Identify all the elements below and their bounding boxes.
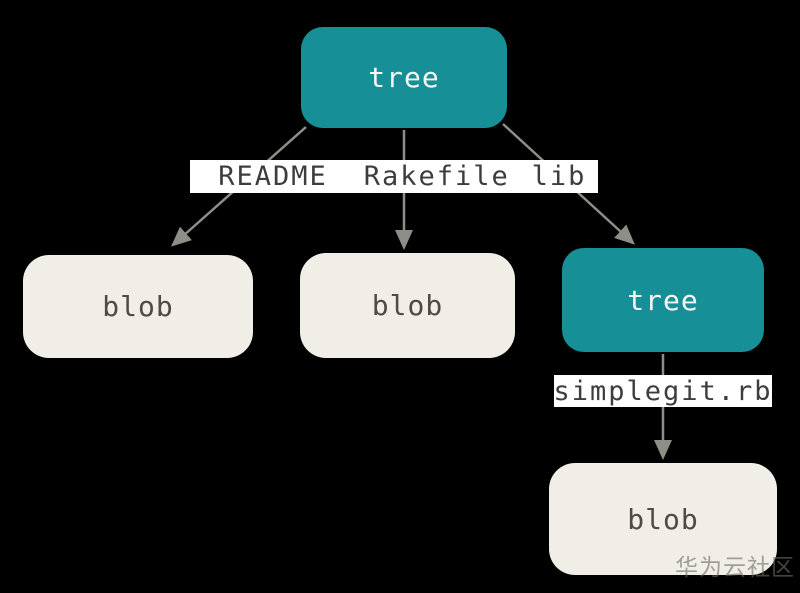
edge-label-readme: README — [218, 161, 328, 192]
node-lib-tree: tree — [562, 248, 764, 352]
edge-label-readme-rakefile: README Rakefile — [190, 160, 524, 193]
node-blob-simplegit-label: blob — [627, 502, 699, 536]
node-blob-rakefile: blob — [300, 253, 515, 358]
node-blob-simplegit: blob — [549, 463, 777, 575]
watermark-text: 华为云社区 — [675, 555, 795, 581]
edge-label-rakefile: Rakefile — [363, 161, 510, 192]
node-root-tree-label: tree — [368, 61, 440, 94]
edge-label-lib: lib — [520, 160, 598, 193]
edge-label-simplegit: simplegit.rb — [553, 375, 773, 407]
node-blob-readme-label: blob — [102, 290, 174, 323]
node-root-tree: tree — [301, 27, 507, 128]
node-lib-tree-label: tree — [627, 283, 699, 317]
node-blob-readme: blob — [23, 255, 253, 358]
edge-label-lib-text: lib — [531, 161, 587, 192]
node-blob-rakefile-label: blob — [371, 289, 444, 322]
edge-label-simplegit-text: simplegit.rb — [553, 375, 773, 407]
